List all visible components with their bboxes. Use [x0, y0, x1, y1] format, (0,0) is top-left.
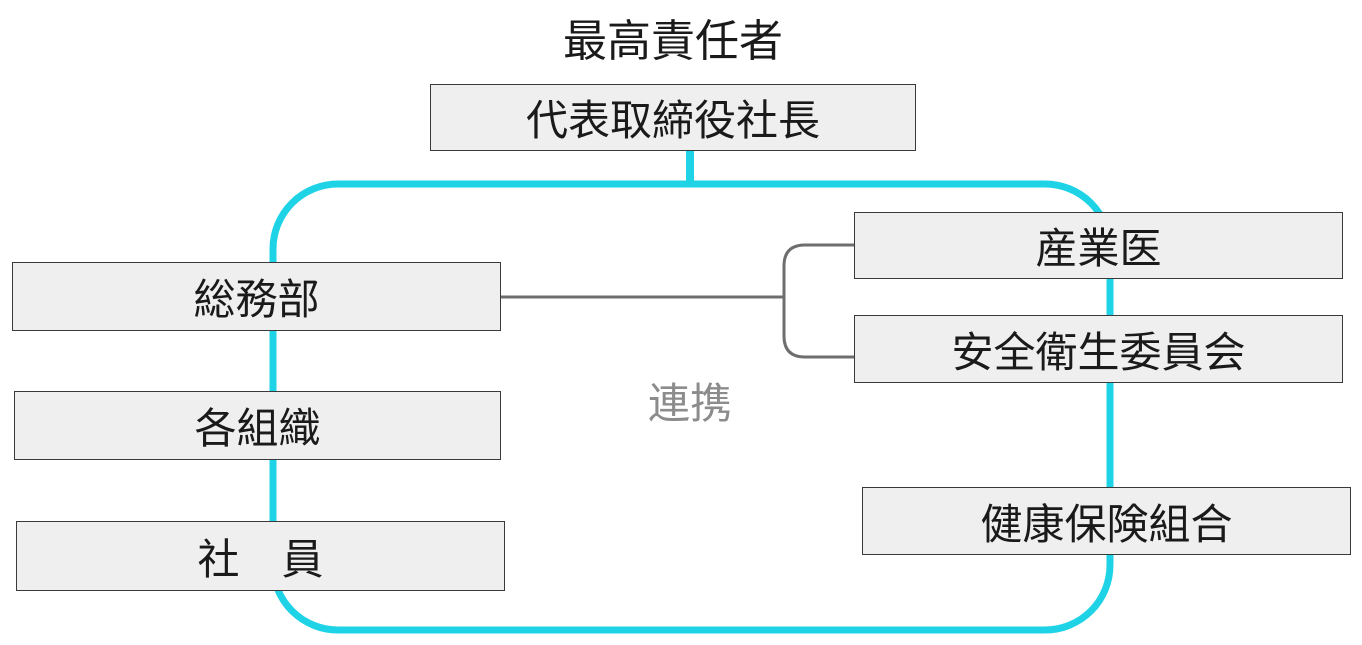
- health-insurance-box-label: 健康保険組合: [980, 499, 1233, 549]
- general-affairs-box-label: 総務部: [193, 275, 320, 324]
- employees-box: 社 員: [16, 521, 505, 591]
- industrial-physician-box: 産業医: [854, 212, 1343, 279]
- each-org-box: 各組織: [14, 391, 501, 460]
- safety-committee-box: 安全衛生委員会: [854, 315, 1343, 383]
- each-org-box-label: 各組織: [194, 404, 321, 453]
- cooperation-label: 連携: [647, 379, 732, 428]
- chief-officer-label: 最高責任者: [563, 16, 783, 67]
- ceo-box: 代表取締役社長: [430, 84, 916, 151]
- health-insurance-box: 健康保険組合: [862, 487, 1351, 555]
- employees-box-label: 社 員: [197, 534, 324, 584]
- industrial-physician-box-label: 産業医: [1035, 224, 1162, 273]
- bracket-connector: [782, 243, 854, 359]
- general-affairs-box: 総務部: [12, 262, 501, 331]
- ceo-box-label: 代表取締役社長: [525, 96, 820, 145]
- safety-committee-box-label: 安全衛生委員会: [951, 327, 1246, 377]
